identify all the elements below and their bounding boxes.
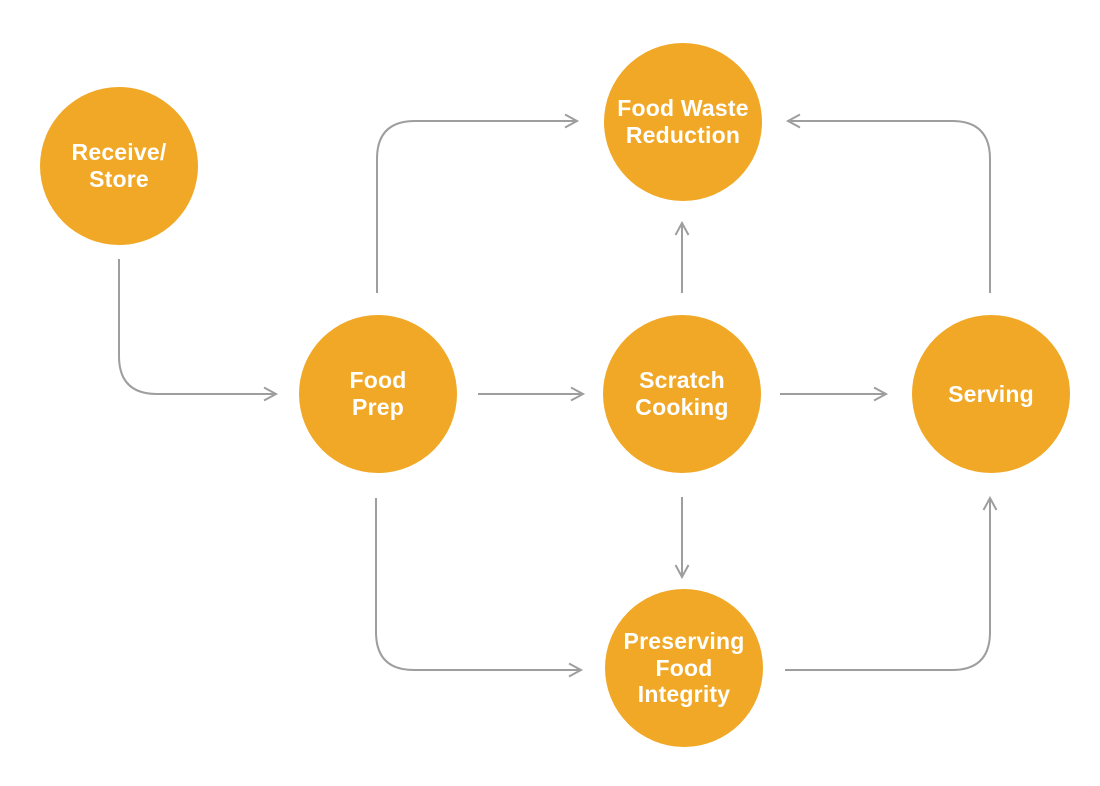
node-scratch-cooking: Scratch Cooking bbox=[603, 315, 761, 473]
arrow-food-prep-to-food-waste-reduction bbox=[376, 113, 580, 293]
arrow-receive-store-to-food-prep bbox=[118, 259, 279, 402]
node-food-waste-reduction-label: Food Waste Reduction bbox=[617, 95, 749, 148]
node-serving-label: Serving bbox=[948, 380, 1034, 407]
node-scratch-cooking-label: Scratch Cooking bbox=[635, 367, 729, 420]
node-food-prep: Food Prep bbox=[299, 315, 457, 473]
node-serving: Serving bbox=[912, 315, 1070, 473]
node-preserving-food-integrity: Preserving Food Integrity bbox=[605, 589, 763, 747]
arrow-serving-to-food-waste-reduction bbox=[785, 113, 991, 293]
node-receive-store-label: Receive/ Store bbox=[71, 139, 167, 192]
node-receive-store: Receive/ Store bbox=[40, 87, 198, 245]
node-food-prep-label: Food Prep bbox=[349, 367, 407, 420]
arrow-preserving-food-integrity-to-serving bbox=[785, 495, 998, 671]
node-preserving-food-integrity-label: Preserving Food Integrity bbox=[623, 627, 745, 708]
arrow-food-prep-to-preserving-food-integrity bbox=[375, 498, 584, 678]
node-food-waste-reduction: Food Waste Reduction bbox=[604, 43, 762, 201]
